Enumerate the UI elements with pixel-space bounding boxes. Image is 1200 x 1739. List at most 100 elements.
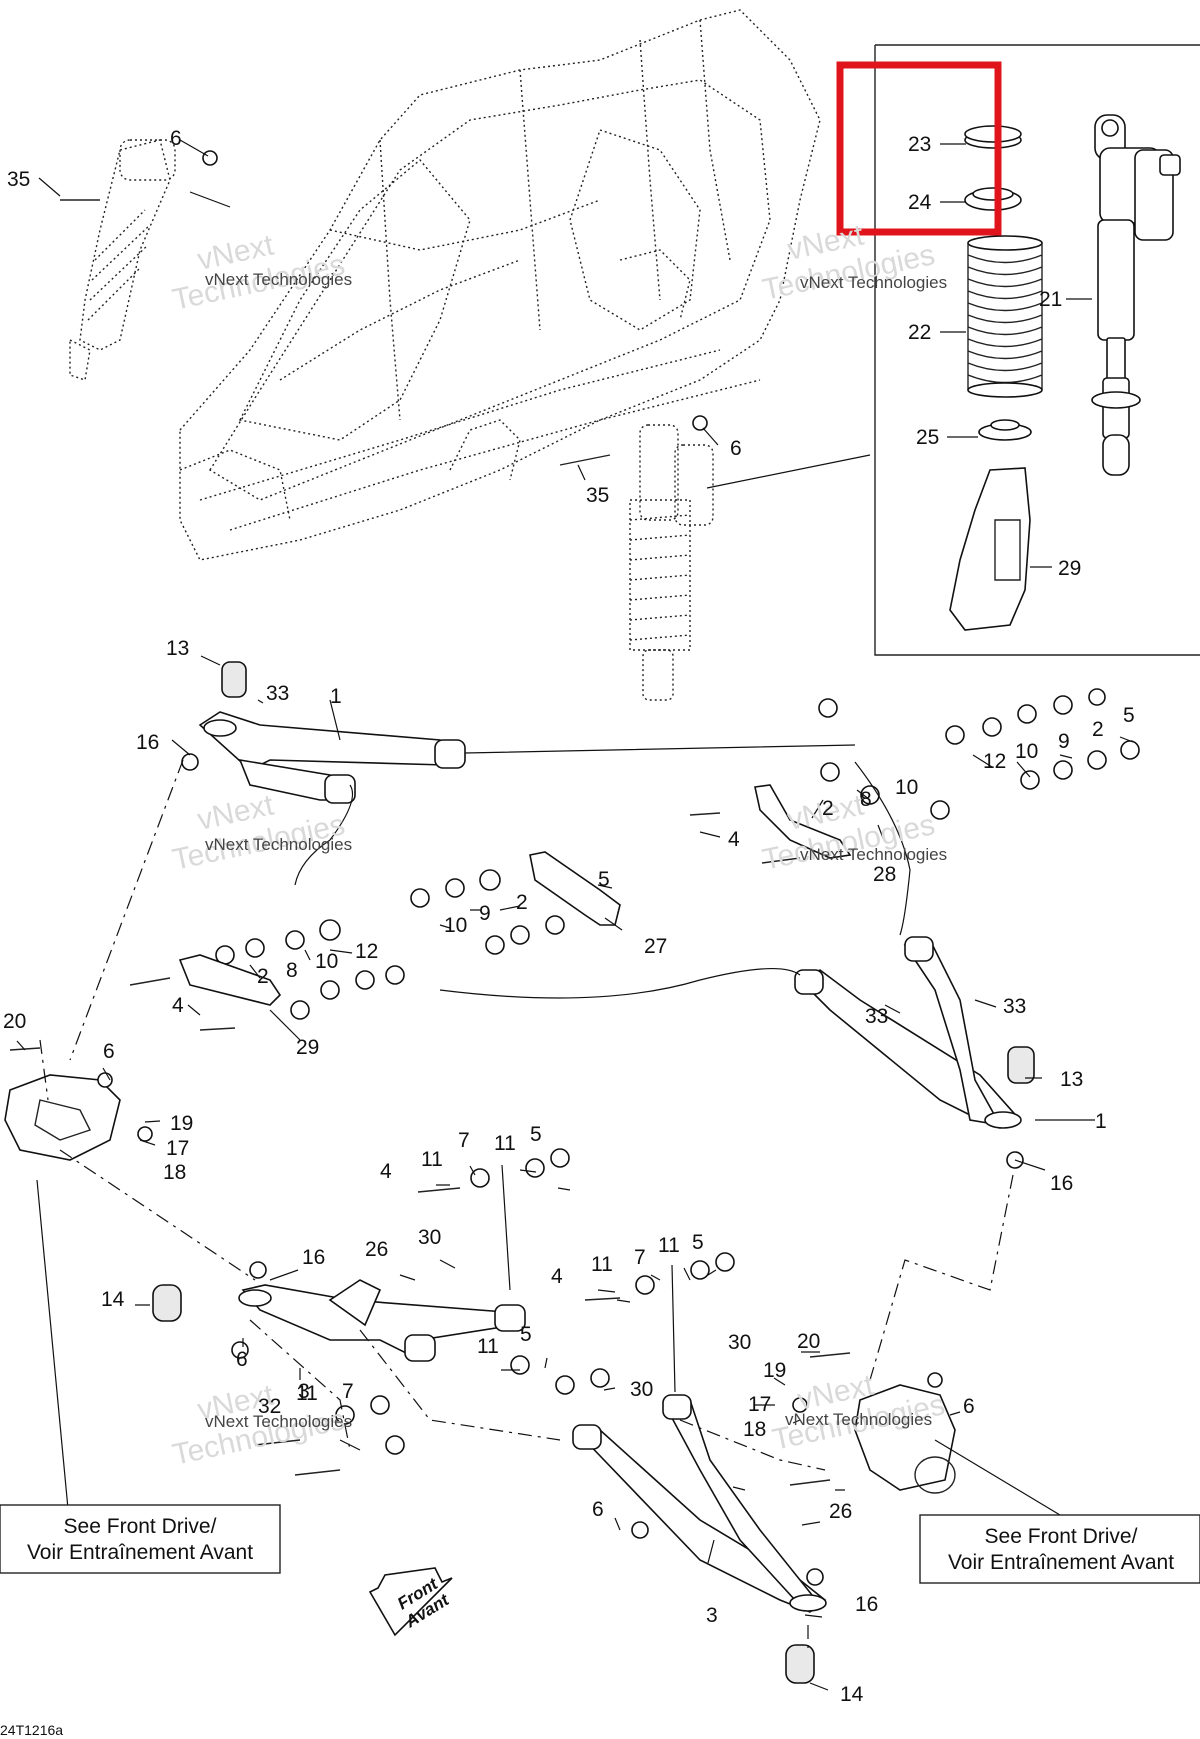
callout-6: 6	[730, 437, 742, 460]
callout-6: 6	[103, 1040, 115, 1063]
note-left-line2: Voir Entraînement Avant	[27, 1541, 253, 1564]
callout-11: 11	[296, 1382, 318, 1405]
watermark-1s: vNext Technologies	[205, 270, 352, 289]
callout-26: 26	[365, 1238, 388, 1261]
callout-24: 24	[908, 191, 932, 214]
callout-1: 1	[1095, 1110, 1107, 1133]
callout-33: 33	[1003, 995, 1026, 1018]
callout-labels: 35 6 6 35 23 24 21 22 25 29 13 33 1 16 5…	[3, 127, 1135, 1706]
callout-18: 18	[743, 1418, 766, 1441]
callout-19: 19	[763, 1359, 786, 1382]
note-right-line2: Voir Entraînement Avant	[948, 1551, 1174, 1574]
callout-2: 2	[516, 891, 528, 914]
shock-absorber-front	[629, 424, 714, 701]
callout-7: 7	[342, 1380, 354, 1403]
leader-lines	[16, 139, 1134, 1691]
upper-a-arm-left	[198, 661, 466, 804]
callout-13: 13	[1060, 1068, 1083, 1091]
highlight-box	[836, 61, 1002, 236]
callout-20: 20	[3, 1010, 26, 1033]
watermark-4s: vNext Technologies	[800, 845, 947, 864]
callout-33: 33	[266, 682, 289, 705]
callout-4: 4	[728, 828, 740, 851]
callout-4: 4	[380, 1160, 392, 1183]
callout-17: 17	[166, 1137, 189, 1160]
callout-28: 28	[873, 863, 896, 886]
callout-4: 4	[172, 994, 184, 1017]
watermark-2s: vNext Technologies	[800, 273, 947, 292]
callout-12: 12	[355, 940, 378, 963]
callout-18: 18	[163, 1161, 186, 1184]
callout-3: 3	[298, 1380, 310, 1403]
lower-a-arm-right	[572, 1394, 827, 1684]
callout-8: 8	[860, 788, 872, 811]
callout-27: 27	[644, 935, 667, 958]
callout-21: 21	[1039, 288, 1062, 311]
callout-19: 19	[170, 1112, 193, 1135]
callout-5: 5	[530, 1123, 542, 1146]
callout-3: 3	[706, 1604, 718, 1627]
callout-7: 7	[634, 1246, 646, 1269]
callout-6: 6	[592, 1498, 604, 1521]
front-arrow: Front Avant	[368, 1567, 453, 1637]
chassis-frame	[179, 9, 821, 561]
callout-11: 11	[477, 1335, 499, 1358]
coil-spring	[967, 235, 1043, 398]
callout-16: 16	[1050, 1172, 1073, 1195]
watermark-5s: vNext Technologies	[205, 1412, 352, 1431]
watermarks: vNext Technologies vNext Technologies vN…	[170, 218, 948, 1471]
callout-5: 5	[520, 1323, 532, 1346]
callout-33: 33	[865, 1005, 888, 1028]
callout-23: 23	[908, 133, 931, 156]
callout-5: 5	[1123, 704, 1135, 727]
callout-8: 8	[286, 959, 298, 982]
callout-5: 5	[692, 1231, 704, 1254]
callout-10: 10	[315, 950, 338, 973]
upper-a-arm-right	[794, 936, 1035, 1129]
callout-6: 6	[236, 1348, 248, 1371]
note-left: See Front Drive/ Voir Entraînement Avant	[0, 1504, 281, 1574]
callout-10: 10	[895, 776, 918, 799]
callout-9: 9	[479, 902, 491, 925]
callout-17: 17	[748, 1393, 771, 1416]
callout-20: 20	[797, 1330, 820, 1353]
callout-11: 11	[658, 1234, 680, 1257]
callout-35: 35	[586, 484, 609, 507]
document-code: 24T1216a	[0, 1722, 63, 1738]
note-left-line1: See Front Drive/	[64, 1515, 217, 1538]
callout-29: 29	[296, 1036, 319, 1059]
callout-14: 14	[101, 1288, 125, 1311]
callout-32: 32	[258, 1395, 281, 1418]
callout-30: 30	[418, 1226, 441, 1249]
callout-29: 29	[1058, 557, 1081, 580]
callout-2: 2	[1092, 718, 1104, 741]
callout-11: 11	[421, 1148, 443, 1171]
callout-10: 10	[444, 914, 467, 937]
callout-2: 2	[822, 797, 834, 820]
callout-26: 26	[829, 1500, 852, 1523]
callout-16: 16	[136, 731, 159, 754]
callout-11: 11	[494, 1132, 516, 1155]
callout-11: 11	[591, 1253, 613, 1276]
callout-13: 13	[166, 637, 189, 660]
callout-2: 2	[257, 965, 269, 988]
knuckle-left	[4, 1074, 121, 1161]
callout-16: 16	[302, 1246, 325, 1269]
callout-10: 10	[1015, 740, 1038, 763]
callout-7: 7	[458, 1129, 470, 1152]
callout-22: 22	[908, 321, 931, 344]
callout-9: 9	[1058, 730, 1070, 753]
shock-cylinder	[1091, 114, 1181, 476]
watermark-3s: vNext Technologies	[205, 835, 352, 854]
callout-12: 12	[983, 750, 1006, 773]
callout-4: 4	[551, 1265, 563, 1288]
callout-6: 6	[963, 1395, 975, 1418]
callout-30: 30	[728, 1331, 751, 1354]
callout-14: 14	[840, 1683, 864, 1706]
shock-absorber-rear-view	[69, 139, 176, 381]
note-right-line1: See Front Drive/	[985, 1525, 1138, 1548]
note-right: See Front Drive/ Voir Entraînement Avant	[919, 1514, 1200, 1584]
shock-detail-box	[874, 44, 1200, 656]
callout-5: 5	[598, 868, 610, 891]
